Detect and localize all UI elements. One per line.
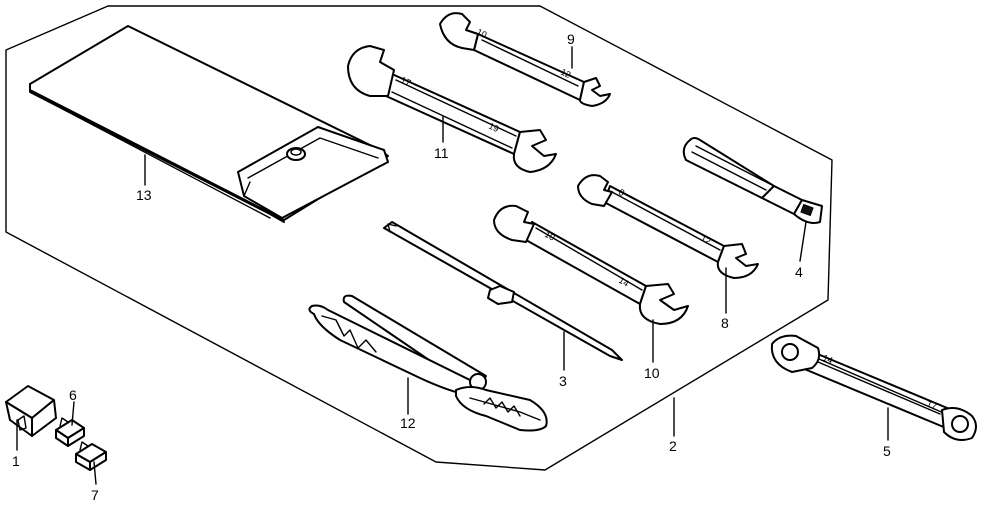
callout-8: 8 (721, 315, 729, 331)
stamp-19: 19 (487, 121, 500, 134)
wrench-10x12: 10 12 (439, 12, 611, 107)
stamp-12b: 12 (699, 233, 713, 247)
stamp-14b: 14 (821, 353, 834, 366)
callout-2: 2 (669, 438, 677, 454)
callout-13: 13 (136, 187, 152, 203)
callout-11: 11 (434, 145, 449, 161)
bag-snap-icon (286, 147, 306, 161)
callout-7: 7 (91, 487, 99, 503)
stamp-8: 8 (617, 187, 626, 198)
callout-10: 10 (644, 365, 660, 381)
callout-5: 5 (883, 443, 891, 459)
double-ended-screwdriver (383, 221, 623, 361)
callout-1: 1 (12, 453, 20, 469)
tool-bag (29, 25, 389, 223)
stamp-10b: 10 (543, 229, 557, 243)
stamp-12: 12 (559, 67, 572, 80)
wrench-10x14: 10 14 (493, 204, 689, 325)
kit-outline (5, 5, 833, 471)
callout-6: 6 (69, 387, 77, 403)
fuse-box-cap (5, 385, 57, 437)
pliers (308, 294, 548, 432)
stamp-10: 10 (475, 27, 488, 40)
ring-spanner-14x17: 14 17 (770, 334, 977, 441)
screwdriver-handle (682, 137, 823, 224)
stamp-17b: 17 (925, 399, 938, 412)
callout-4: 4 (795, 264, 803, 280)
fuse-small (55, 417, 85, 447)
wrench-8x12: 8 12 (577, 174, 759, 279)
stamp-17: 17 (399, 75, 412, 88)
callout-12: 12 (400, 415, 416, 431)
wrench-17x19: 17 19 (347, 45, 557, 173)
callout-9: 9 (567, 31, 575, 47)
callout-labels: 1 2 3 4 5 6 7 8 9 10 11 12 13 (12, 31, 891, 503)
fuse-large (75, 441, 107, 471)
callout-3: 3 (559, 373, 567, 389)
leader-lines (16, 46, 889, 485)
stamp-14: 14 (617, 275, 631, 289)
